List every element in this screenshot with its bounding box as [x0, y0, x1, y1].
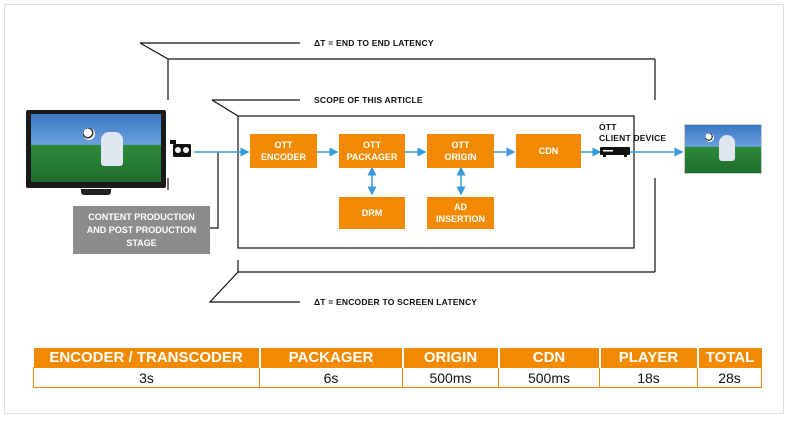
drm-box: DRM: [339, 197, 405, 229]
set-top-box-icon: [600, 147, 630, 157]
end-to-end-bracket: [139, 42, 656, 190]
client-screen-image: [684, 124, 762, 174]
header-encoder: ENCODER / TRANSCODER: [33, 348, 261, 368]
encoder-to-screen-latency-label: ΔT = ENCODER TO SCREEN LATENCY: [314, 297, 478, 307]
latency-table: ENCODER / TRANSCODER PACKAGER ORIGIN CDN…: [33, 348, 762, 388]
scope-bracket: [211, 99, 635, 249]
value-encoder: 3s: [33, 367, 260, 388]
cdn-box: CDN: [516, 134, 581, 168]
camera-icon: [170, 140, 191, 157]
value-packager: 6s: [259, 367, 403, 388]
header-cdn: CDN: [498, 348, 601, 368]
client-device-label: OTT CLIENT DEVICE: [599, 122, 667, 143]
header-origin: ORIGIN: [402, 348, 500, 368]
table-row: 3s 6s 500ms 500ms 18s 28s: [33, 367, 762, 388]
content-production-box: CONTENT PRODUCTION AND POST PRODUCTION S…: [73, 206, 210, 254]
table-header-row: ENCODER / TRANSCODER PACKAGER ORIGIN CDN…: [33, 348, 762, 368]
value-origin: 500ms: [402, 367, 499, 388]
value-total: 28s: [697, 367, 762, 388]
ad-insertion-box: AD INSERTION: [427, 197, 494, 229]
tv-image: [26, 110, 166, 195]
figure-frame: [4, 4, 784, 414]
header-player: PLAYER: [599, 348, 699, 368]
ott-packager-box: OTT PACKAGER: [339, 134, 405, 168]
header-packager: PACKAGER: [259, 348, 404, 368]
value-player: 18s: [599, 367, 698, 388]
encoder-to-screen-bracket: [208, 178, 656, 303]
ott-encoder-box: OTT ENCODER: [250, 134, 317, 168]
ott-origin-box: OTT ORIGIN: [427, 134, 494, 168]
header-total: TOTAL: [697, 348, 762, 368]
scope-label: SCOPE OF THIS ARTICLE: [314, 95, 423, 105]
end-to-end-latency-label: ΔT = END TO END LATENCY: [314, 38, 434, 48]
value-cdn: 500ms: [498, 367, 600, 388]
